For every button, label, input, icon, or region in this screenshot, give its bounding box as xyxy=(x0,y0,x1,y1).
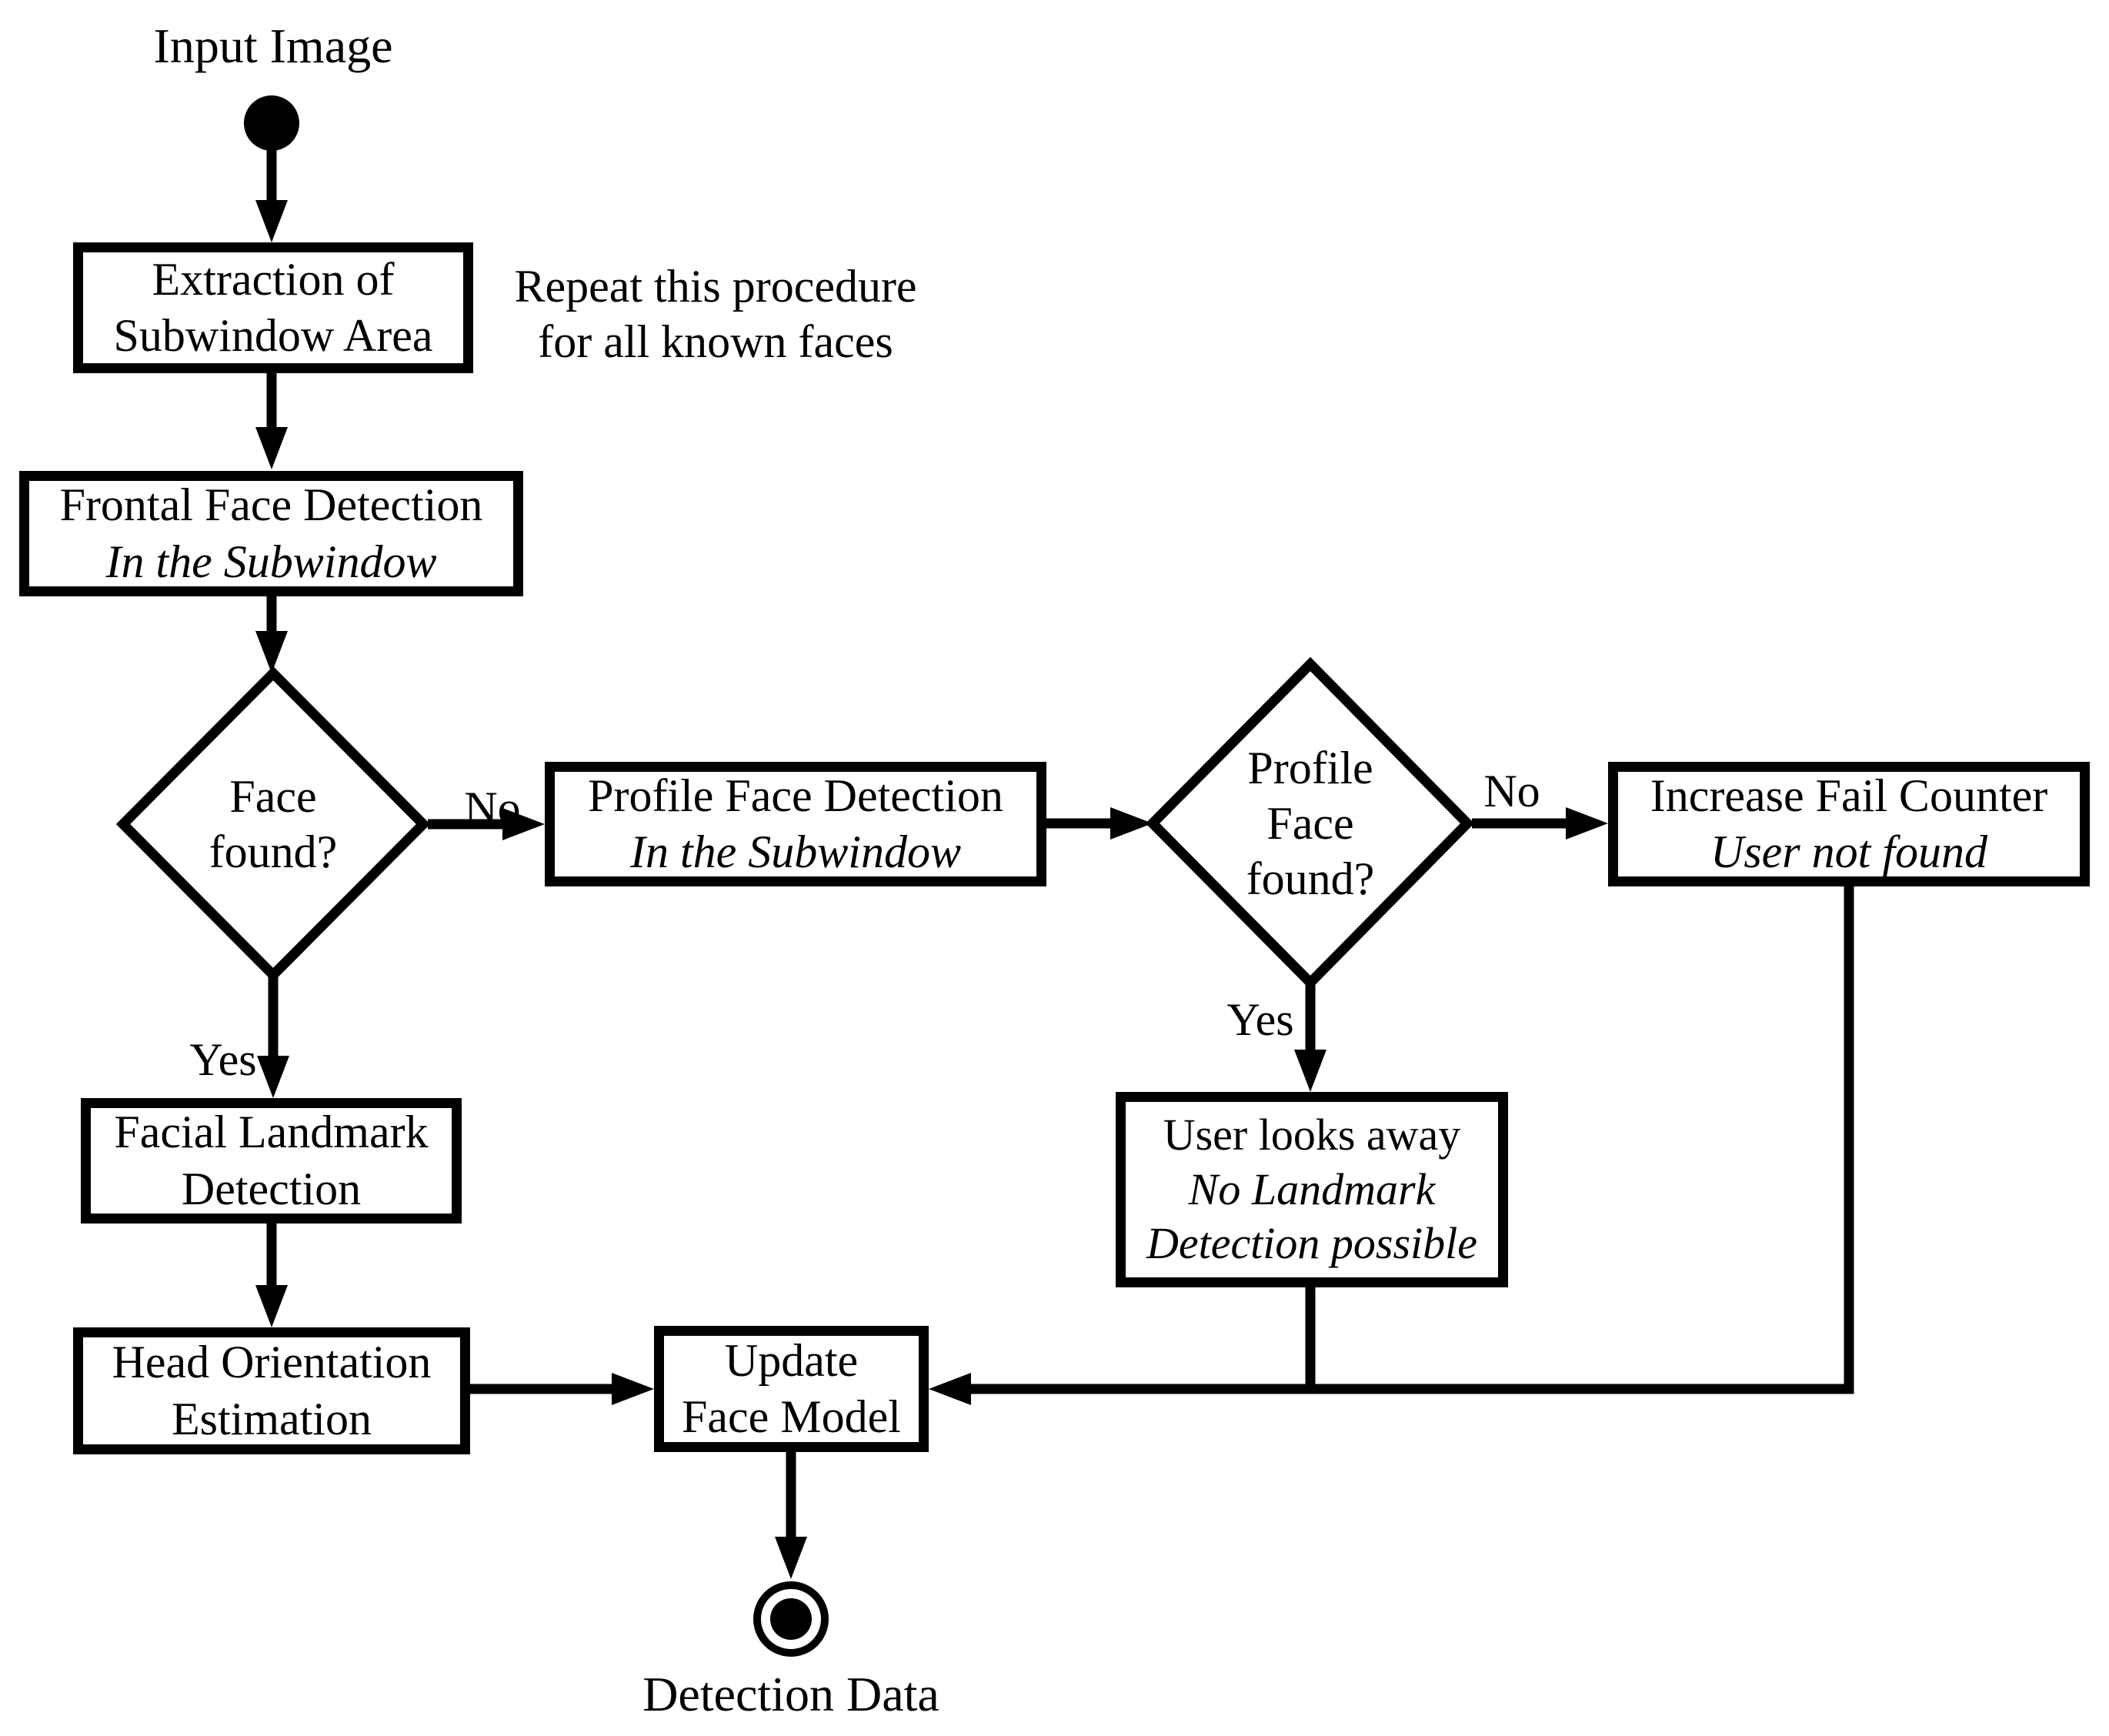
node-extraction-line1: Extraction of xyxy=(152,253,395,305)
end-label-text: Detection Data xyxy=(642,1667,939,1722)
node-profile-face-detection: Profile Face Detection In the Subwindow xyxy=(545,762,1046,886)
edge-label-profile-yes-text: Yes xyxy=(1226,993,1294,1045)
start-node-icon xyxy=(244,95,299,151)
node-profile-detection-line2: In the Subwindow xyxy=(630,826,961,877)
arrow-profile-yes-to-user-looks-away xyxy=(1294,978,1326,1092)
node-update-model-line2: Face Model xyxy=(682,1391,901,1442)
arrow-head-orientation-to-update-model xyxy=(469,1373,654,1405)
node-fail-counter-line2: User not found xyxy=(1710,826,1987,877)
node-extraction-line2: Subwindow Area xyxy=(113,310,433,361)
node-frontal-face-detection: Frontal Face Detection In the Subwindow xyxy=(19,471,523,596)
repeat-note: Repeat this procedure for all known face… xyxy=(462,260,969,368)
edge-label-profile-yes: Yes xyxy=(1203,993,1318,1047)
arrow-facial-landmark-to-head-orientation xyxy=(255,1222,288,1327)
arrow-frontal-to-face-found xyxy=(255,595,288,673)
arrow-update-model-to-end xyxy=(775,1451,807,1579)
end-node-icon xyxy=(753,1581,829,1657)
edge-label-face-no: No xyxy=(442,781,542,835)
edge-label-profile-no: No xyxy=(1462,764,1562,818)
node-frontal-line1: Frontal Face Detection xyxy=(59,479,483,531)
start-label: Input Image xyxy=(119,15,427,77)
edge-label-face-yes: Yes xyxy=(165,1033,281,1087)
node-head-orientation-estimation: Head Orientation Estimation xyxy=(73,1327,470,1454)
profile-found-line1: Profile xyxy=(1247,743,1373,793)
node-user-looks-away: User looks away No Landmark Detection po… xyxy=(1116,1092,1508,1287)
node-update-model-line1: Update xyxy=(724,1334,859,1386)
node-user-looks-away-line1: User looks away xyxy=(1163,1109,1461,1160)
node-fail-counter-line1: Increase Fail Counter xyxy=(1650,770,2048,821)
arrow-right-branch-to-update-model xyxy=(929,1373,1854,1405)
face-found-line2: found? xyxy=(209,826,338,877)
edge-label-face-yes-text: Yes xyxy=(189,1033,257,1085)
repeat-note-line1: Repeat this procedure xyxy=(514,261,917,312)
profile-found-line3: found? xyxy=(1246,853,1375,904)
node-increase-fail-counter: Increase Fail Counter User not found xyxy=(1608,762,2090,886)
profile-found-line2: Face xyxy=(1266,798,1354,849)
node-head-orientation-line2: Estimation xyxy=(172,1393,372,1444)
edge-label-profile-no-text: No xyxy=(1483,765,1540,816)
end-label: Detection Data xyxy=(599,1664,983,1725)
node-extraction-subwindow: Extraction of Subwindow Area xyxy=(73,242,473,373)
node-head-orientation-line1: Head Orientation xyxy=(112,1337,432,1388)
node-profile-detection-line1: Profile Face Detection xyxy=(588,770,1003,821)
decision-face-found-label: Face found? xyxy=(135,750,412,898)
start-label-text: Input Image xyxy=(153,18,393,74)
face-found-line1: Face xyxy=(229,771,317,822)
arrow-profile-no-to-fail-counter xyxy=(1472,807,1608,840)
arrow-face-no-to-profile-detection xyxy=(428,808,545,840)
node-facial-landmark-detection: Facial Landmark Detection xyxy=(81,1098,462,1224)
node-user-looks-away-line2: No Landmark xyxy=(1188,1163,1436,1214)
repeat-note-line2: for all known faces xyxy=(538,316,893,367)
node-facial-landmark-line1: Facial Landmark xyxy=(114,1107,429,1158)
arrow-extraction-to-frontal xyxy=(255,372,288,469)
arrow-profile-detection-to-profile-found xyxy=(1045,807,1153,840)
edge-label-face-no-text: No xyxy=(464,782,521,833)
node-update-face-model: Update Face Model xyxy=(654,1326,929,1452)
node-frontal-line2: In the Subwindow xyxy=(105,536,437,587)
node-user-looks-away-line3: Detection possible xyxy=(1146,1218,1478,1269)
decision-profile-found-label: Profile Face found? xyxy=(1172,735,1449,912)
node-facial-landmark-line2: Detection xyxy=(181,1163,362,1214)
arrow-face-yes-to-facial-landmark xyxy=(257,970,289,1098)
arrow-start-to-extraction xyxy=(255,149,288,242)
